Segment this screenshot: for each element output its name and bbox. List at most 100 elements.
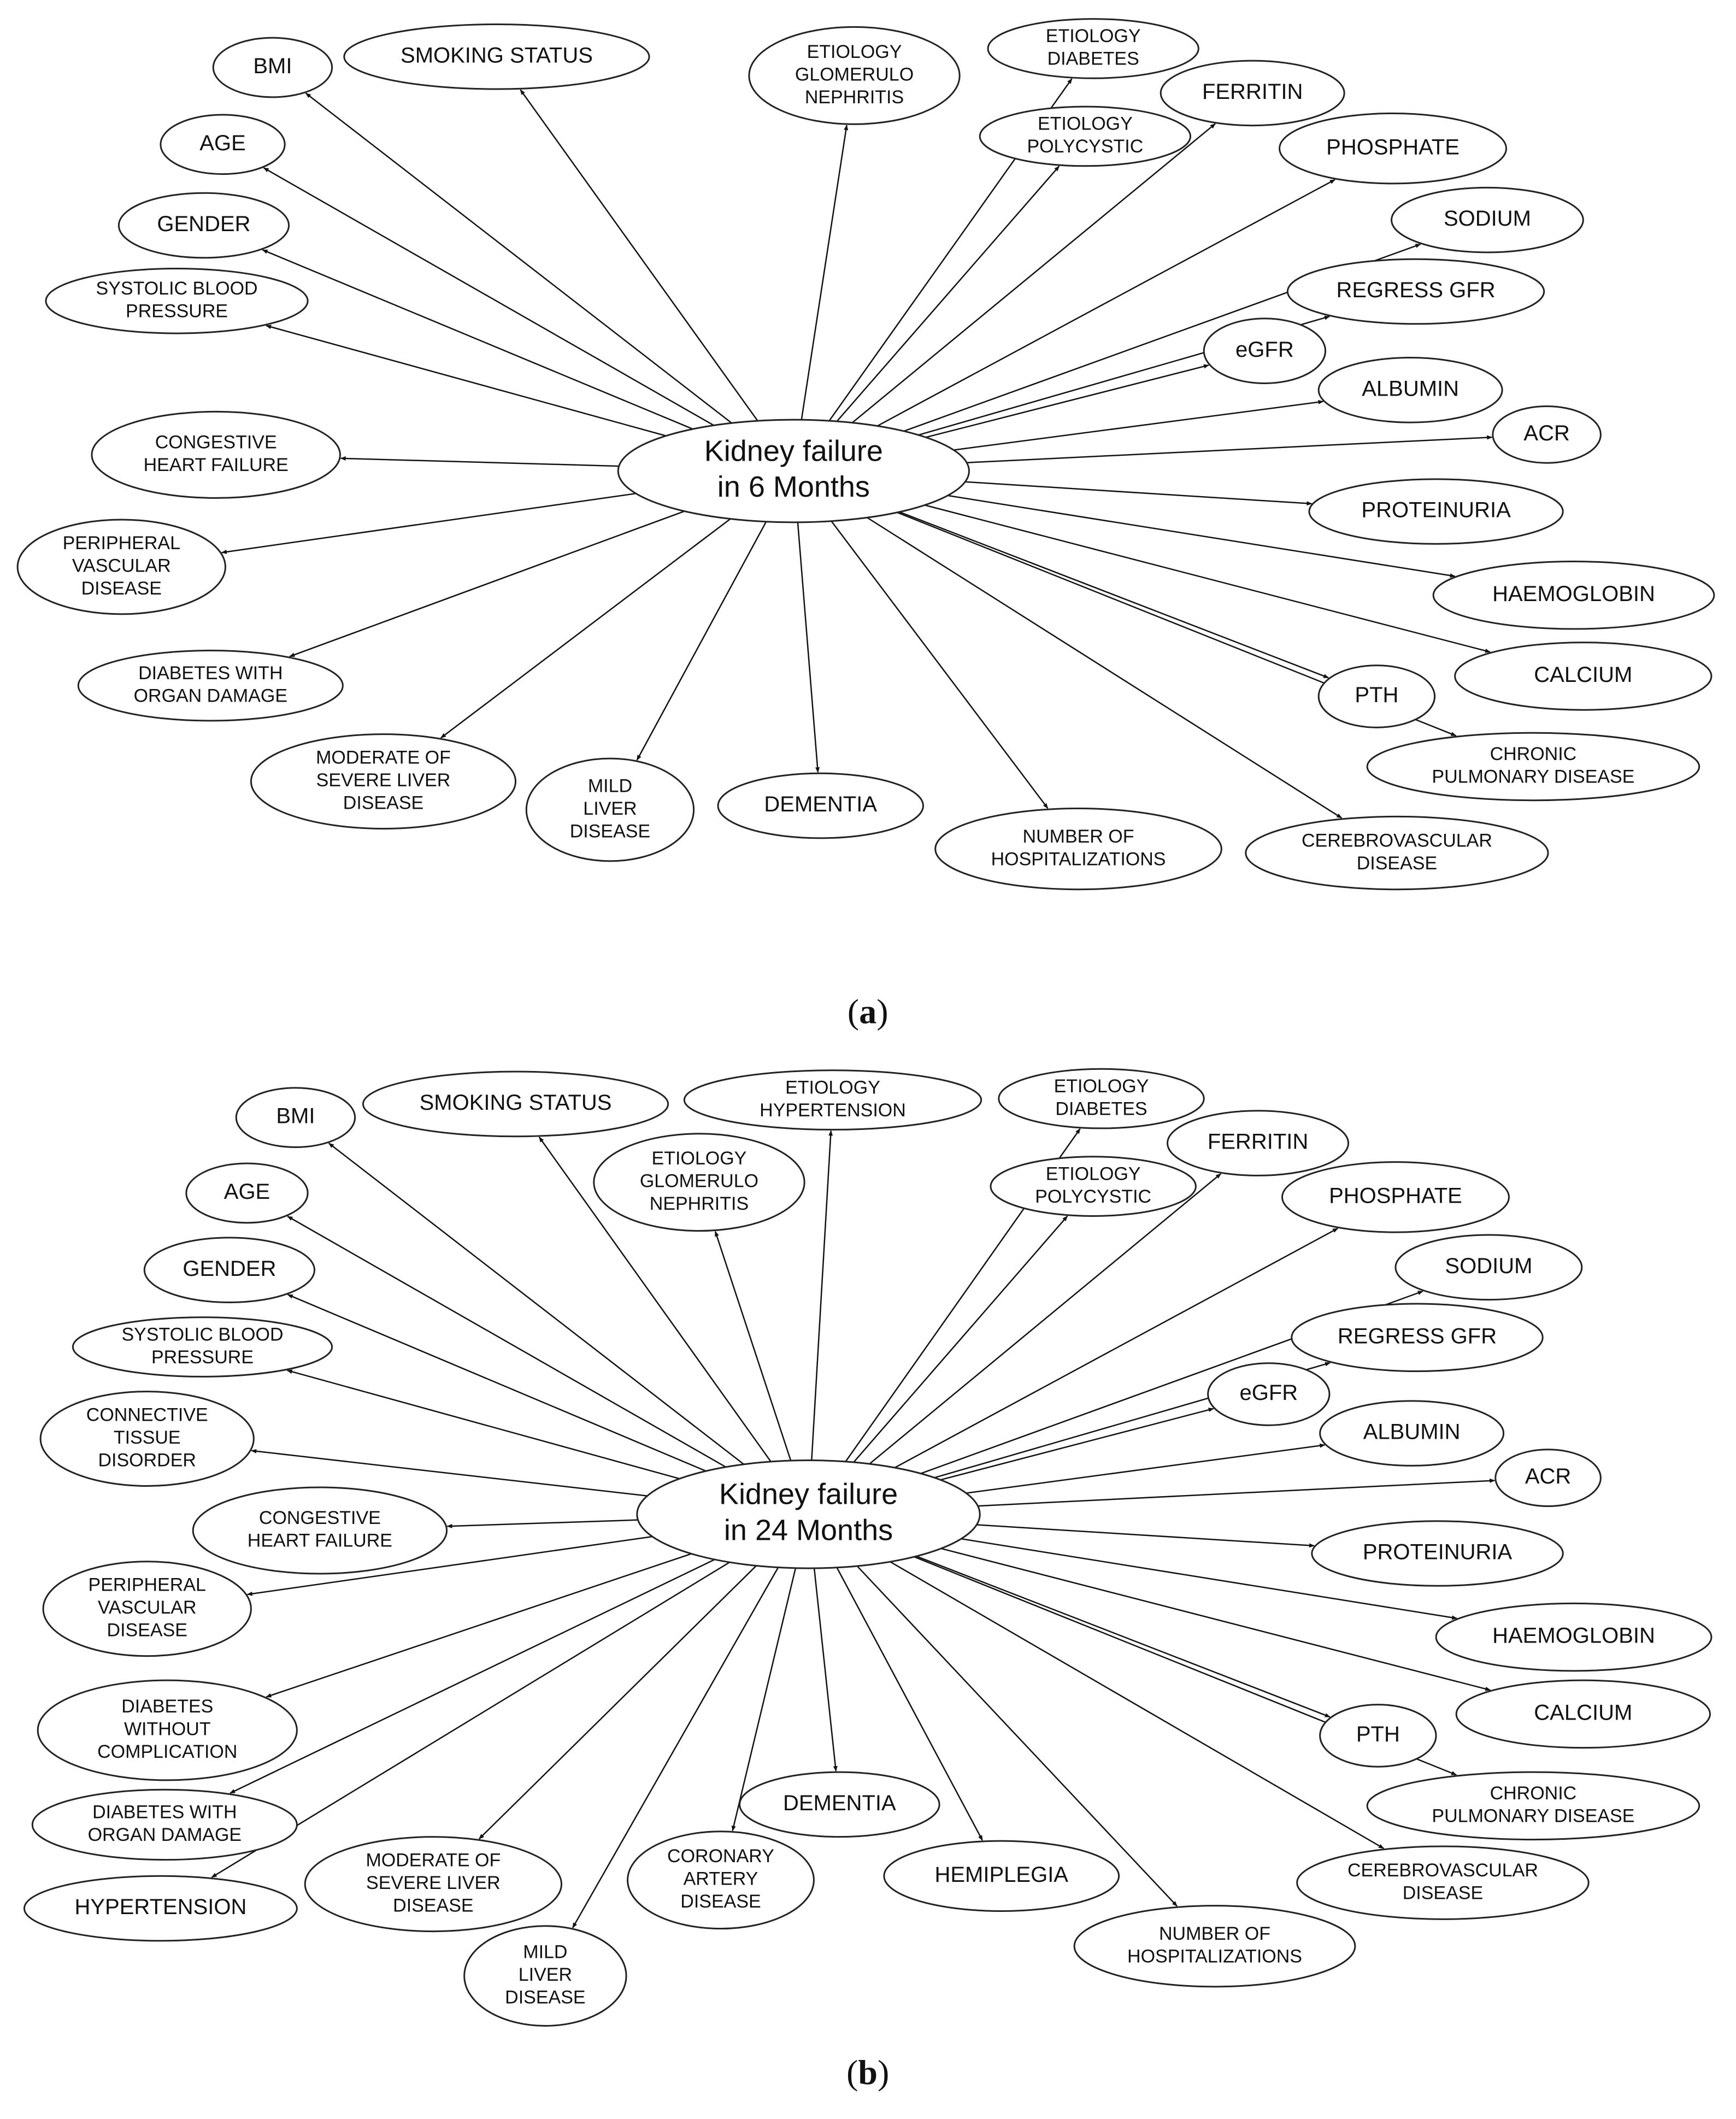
node-chronic-pulm-label-line: CHRONIC: [1490, 1783, 1577, 1804]
node-chf-label-line: CONGESTIVE: [259, 1508, 381, 1528]
node-pvd-label-line: DISEASE: [81, 578, 162, 599]
edge-to-ferritin: [851, 123, 1216, 423]
panel-caption: (b): [846, 2053, 889, 2092]
node-ctd-label-line: DISORDER: [98, 1450, 196, 1470]
node-liver-mild-label-line: LIVER: [583, 798, 637, 819]
center-node-label-line: Kidney failure: [704, 434, 883, 467]
node-ctd-label-line: CONNECTIVE: [86, 1405, 208, 1426]
edge-to-egfr: [926, 364, 1209, 438]
node-proteinuria-label-line: PROTEINURIA: [1363, 1540, 1513, 1564]
node-gender: GENDER: [143, 1237, 316, 1304]
node-etio-diab-label-line: DIABETES: [1048, 49, 1139, 69]
node-acr-ellipse: [1492, 405, 1602, 464]
node-hosp-label-line: NUMBER OF: [1159, 1923, 1270, 1944]
edge-to-egfr: [940, 1408, 1214, 1481]
caption-open: (: [848, 992, 859, 1031]
caption-open: (: [846, 2053, 858, 2092]
node-liver-mild-label-line: DISEASE: [570, 821, 650, 841]
node-pvd-label-line: DISEASE: [107, 1620, 187, 1641]
edge-to-pth: [899, 511, 1329, 679]
node-hemiplegia-ellipse: [883, 1840, 1120, 1912]
node-liver-mild-ellipse: [463, 1925, 627, 2027]
node-liver-mild-label-line: LIVER: [519, 1964, 572, 1985]
node-sodium-ellipse: [1394, 1234, 1583, 1301]
edge-to-liver-sev: [440, 518, 731, 739]
node-diab-organ-label-line: ORGAN DAMAGE: [88, 1824, 242, 1845]
node-sodium-label-line: SODIUM: [1444, 207, 1531, 231]
center-node-label-line: Kidney failure: [719, 1478, 898, 1511]
node-age: AGE: [160, 114, 286, 175]
caption-close: ): [878, 2053, 889, 2092]
node-acr-label-line: ACR: [1523, 421, 1569, 445]
node-hemiplegia: HEMIPLEGIA: [883, 1840, 1120, 1912]
node-etio-glom-label-line: NEPHRITIS: [650, 1193, 749, 1214]
node-ctd-ellipse: [39, 1391, 255, 1487]
node-pvd-label-line: PERIPHERAL: [63, 533, 180, 554]
node-gender-label-line: GENDER: [157, 212, 250, 236]
edge-to-etio-hyp: [811, 1130, 833, 1461]
edge-to-acr: [967, 435, 1493, 463]
node-regress: REGRESS GFR: [1286, 258, 1545, 325]
edge-to-diab-organ: [289, 510, 685, 657]
node-gender: GENDER: [117, 192, 290, 259]
node-chronic-pulm-ellipse: [1366, 1771, 1700, 1841]
node-sbp-ellipse: [45, 268, 309, 334]
node-smoking: SMOKING STATUS: [343, 23, 650, 90]
node-regress-ellipse: [1286, 258, 1545, 325]
node-proteinuria: PROTEINURIA: [1308, 478, 1564, 545]
node-pth-ellipse: [1317, 664, 1436, 728]
node-egfr-label-line: eGFR: [1239, 1381, 1298, 1405]
node-phosphate-label-line: PHOSPHATE: [1326, 135, 1460, 159]
edge-to-acr: [978, 1478, 1496, 1507]
edge-to-etio-poly: [853, 1215, 1068, 1463]
edges: [211, 1128, 1496, 1928]
node-etio-glom-label-line: ETIOLOGY: [652, 1148, 747, 1169]
edge-to-etio-glom: [801, 125, 849, 420]
node-albumin-label-line: ALBUMIN: [1363, 1420, 1461, 1444]
edge-to-etio-poly: [836, 166, 1060, 422]
node-cerebro-ellipse: [1296, 1845, 1590, 1920]
node-liver-sev-ellipse: [250, 733, 517, 830]
edge-to-age: [287, 1215, 726, 1468]
node-ferritin-label-line: FERRITIN: [1208, 1130, 1308, 1154]
node-haemoglobin: HAEMOGLOBIN: [1432, 561, 1715, 630]
node-acr: ACR: [1492, 405, 1602, 464]
node-acr-label-line: ACR: [1525, 1464, 1571, 1488]
node-haemoglobin-label-line: HAEMOGLOBIN: [1492, 1624, 1655, 1648]
node-dementia: DEMENTIA: [717, 772, 924, 839]
edge-to-calcium: [925, 504, 1491, 653]
node-etio-glom-label-line: GLOMERULO: [640, 1171, 758, 1192]
node-pth-ellipse: [1319, 1704, 1437, 1768]
node-dementia-label-line: DEMENTIA: [764, 792, 877, 816]
node-smoking-ellipse: [343, 23, 650, 90]
edge-to-proteinuria: [976, 1524, 1315, 1548]
node-etio-poly-ellipse: [990, 1156, 1197, 1217]
node-cerebro-label-line: CEREBROVASCULAR: [1347, 1860, 1538, 1881]
node-age-label-line: AGE: [199, 131, 245, 155]
edge-to-liver-sev: [478, 1565, 757, 1840]
node-egfr: eGFR: [1207, 1362, 1331, 1426]
caption-letter: a: [859, 992, 876, 1031]
edge-to-haemoglobin: [948, 495, 1456, 578]
node-diab-organ-ellipse: [31, 1788, 298, 1861]
edge-to-age: [263, 167, 714, 426]
edge-to-ctd: [251, 1449, 648, 1497]
node-chf-label-line: CONGESTIVE: [155, 432, 277, 453]
node-bmi-ellipse: [235, 1087, 356, 1149]
node-etio-poly-ellipse: [979, 105, 1192, 167]
edge-to-ferritin: [869, 1173, 1221, 1464]
edge-to-pvd: [246, 1535, 653, 1596]
node-liver-mild-label-line: MILD: [588, 776, 632, 797]
node-proteinuria-label-line: PROTEINURIA: [1361, 498, 1511, 522]
edge-to-gender: [262, 249, 693, 430]
